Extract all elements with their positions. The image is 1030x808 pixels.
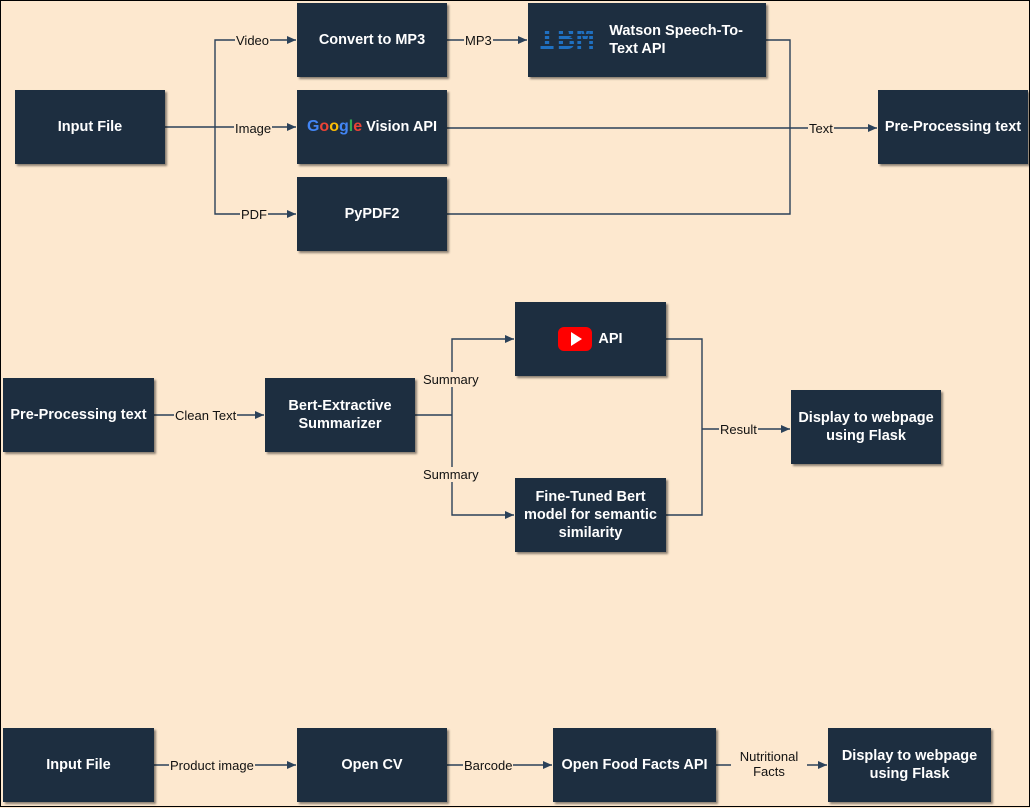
node-preprocess-1: Pre-Processing text — [878, 90, 1028, 164]
node-display-flask-2: Display to webpage using Flask — [828, 728, 991, 802]
label-clean-text: Clean Text — [174, 408, 238, 423]
label-product-image: Product image — [169, 758, 255, 773]
edge-summary-api — [451, 335, 514, 415]
node-preprocess-2: Pre-Processing text — [3, 378, 154, 452]
label-pdf: PDF — [240, 207, 268, 222]
node-youtube-api: API — [515, 302, 666, 376]
youtube-icon — [558, 327, 593, 351]
node-bert-summarizer: Bert-Extractive Summarizer — [265, 378, 415, 452]
node-opencv: Open CV — [297, 728, 447, 802]
edge-finetuned-to-merge — [666, 429, 703, 516]
label-summary-2: Summary — [422, 467, 480, 482]
edge-watson-to-merge — [766, 39, 791, 128]
label-video: Video — [235, 33, 271, 48]
node-pypdf2: PyPDF2 — [297, 177, 447, 251]
edge-pdf — [214, 127, 296, 218]
watson-label: Watson Speech-To-Text API — [609, 23, 743, 57]
label-result: Result — [719, 422, 758, 437]
google-logo: Google — [306, 118, 363, 135]
label-text: Text — [808, 121, 834, 136]
edge-video — [214, 36, 296, 127]
node-finetuned-bert: Fine-Tuned Bert model for semantic simil… — [515, 478, 666, 552]
label-mp3: MP3 — [464, 33, 493, 48]
label-nutritional-facts: Nutritional Facts — [731, 749, 807, 779]
label-image: Image — [234, 121, 273, 136]
node-input-file-1: Input File — [15, 90, 165, 164]
edge-api-to-merge — [666, 338, 703, 429]
node-google-vision: Google Vision API — [297, 90, 447, 164]
ibm-logo: IBM — [538, 22, 596, 57]
label-summary-1: Summary — [422, 372, 480, 387]
label-barcode: Barcode — [463, 758, 514, 773]
node-display-flask-1: Display to webpage using Flask — [791, 390, 941, 464]
edge-pypdf-to-merge — [447, 128, 791, 215]
node-watson-api: IBM Watson Speech-To-Text API — [528, 3, 766, 77]
node-open-food-facts: Open Food Facts API — [553, 728, 716, 802]
node-input-file-2: Input File — [3, 728, 154, 802]
edge-summary-finetuned — [451, 415, 514, 519]
vision-label: Vision API — [366, 119, 438, 135]
node-convert-mp3: Convert to MP3 — [297, 3, 447, 77]
